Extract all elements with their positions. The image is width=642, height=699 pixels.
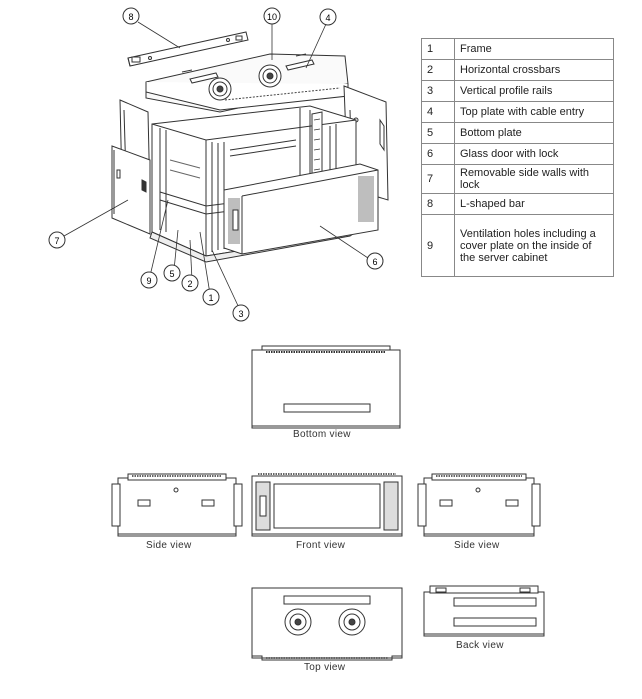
svg-text:4: 4 <box>325 13 330 23</box>
callout-9: 9 <box>140 271 158 289</box>
svg-text:2: 2 <box>187 279 192 289</box>
legend-number: 7 <box>421 164 455 194</box>
callout-3: 3 <box>232 304 250 322</box>
callout-8: 8 <box>122 7 140 25</box>
legend-number: 5 <box>421 122 455 144</box>
legend-description: Bottom plate <box>454 122 614 144</box>
l-shaped-bar <box>127 31 249 67</box>
legend-number: 6 <box>421 143 455 165</box>
callout-4: 4 <box>319 8 337 26</box>
legend-description: Frame <box>454 38 614 60</box>
bottom-view <box>251 345 401 429</box>
back-view <box>423 585 545 637</box>
svg-text:3: 3 <box>238 309 243 319</box>
legend-number: 2 <box>421 59 455 81</box>
svg-text:9: 9 <box>146 276 151 286</box>
caption-bottom-view: Bottom view <box>293 429 351 440</box>
callouts: 8 10 4 7 6 9 5 2 1 3 <box>48 7 384 322</box>
glass-door <box>223 163 379 255</box>
svg-text:6: 6 <box>372 257 377 267</box>
front-view <box>251 473 403 537</box>
legend-number: 9 <box>421 214 455 277</box>
caption-top-view: Top view <box>304 662 346 673</box>
legend-description: Horizontal crossbars <box>454 59 614 81</box>
callout-6: 6 <box>366 252 384 270</box>
caption-side-view-right: Side view <box>454 540 500 551</box>
callout-10: 10 <box>263 7 281 25</box>
svg-text:10: 10 <box>267 12 277 22</box>
svg-text:7: 7 <box>54 236 59 246</box>
side-view-right <box>417 473 541 537</box>
legend-description: Ventilation holes including a cover plat… <box>454 214 614 277</box>
legend-description: Glass door with lock <box>454 143 614 165</box>
top-plate <box>145 53 349 113</box>
callout-5: 5 <box>163 264 181 282</box>
legend-description: Removable side walls with lock <box>454 164 614 194</box>
top-view <box>251 587 403 661</box>
svg-text:5: 5 <box>169 269 174 279</box>
callout-1: 1 <box>202 288 220 306</box>
callout-2: 2 <box>181 274 199 292</box>
legend-description: Vertical profile rails <box>454 80 614 102</box>
legend-number: 4 <box>421 101 455 123</box>
legend-number: 3 <box>421 80 455 102</box>
caption-back-view: Back view <box>456 640 504 651</box>
callout-7: 7 <box>48 231 66 249</box>
legend-number: 8 <box>421 193 455 215</box>
legend-description: L-shaped bar <box>454 193 614 215</box>
legend-description: Top plate with cable entry <box>454 101 614 123</box>
side-view-left <box>111 473 243 537</box>
caption-side-view-left: Side view <box>146 540 192 551</box>
caption-front-view: Front view <box>296 540 346 551</box>
left-side-wall <box>111 145 151 235</box>
svg-text:1: 1 <box>208 293 213 303</box>
legend-number: 1 <box>421 38 455 60</box>
svg-text:8: 8 <box>128 12 133 22</box>
